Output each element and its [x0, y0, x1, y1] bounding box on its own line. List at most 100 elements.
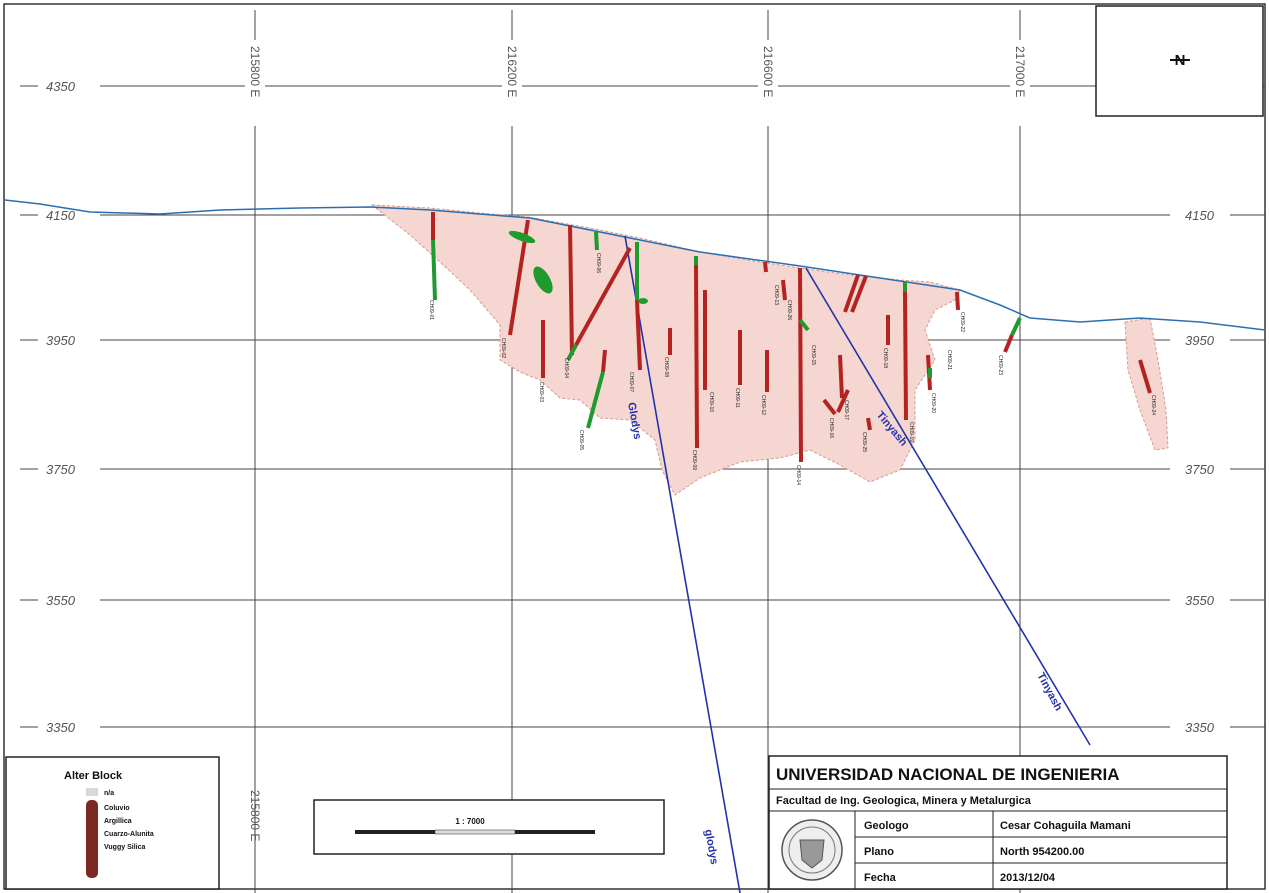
legend-swatch: [86, 800, 98, 878]
northing-label: 3550: [1185, 593, 1215, 608]
easting-label: 215800 E: [248, 790, 262, 841]
northing-label: 3750: [1185, 462, 1215, 477]
drillhole-label: CH09-09: [691, 450, 697, 470]
legend-item-label: Argillica: [104, 818, 132, 825]
faults: [624, 235, 1091, 893]
drillhole-interval: [1003, 334, 1014, 353]
drillhole-label: CH09-17: [843, 400, 849, 420]
drillhole-label: CH09-06: [595, 253, 601, 273]
drillhole-label: CH09-11: [734, 388, 740, 408]
drillhole-label: CH09-08: [663, 357, 669, 377]
legend-swatch: [86, 788, 98, 796]
drillhole-interval: [955, 291, 960, 311]
northing-label: 3750: [46, 462, 76, 477]
north-arrow-box: N: [1095, 5, 1264, 117]
easting-label: 215800 E: [248, 46, 262, 97]
legend-item-label: Coluvio: [104, 805, 130, 812]
drillhole-interval: [574, 247, 632, 346]
drillhole-label: CH09-02: [500, 338, 506, 358]
drillhole-label: CH09-20: [930, 393, 936, 413]
drillhole-label: CH09-25: [861, 432, 867, 452]
northing-label: 3550: [46, 593, 76, 608]
legend-item-label: Vuggy Silica: [104, 844, 145, 851]
drillhole-interval: [601, 349, 607, 373]
drillhole-interval: [431, 239, 437, 301]
drillhole-label: CH09-18: [882, 348, 888, 368]
easting-label: 216200 E: [505, 46, 519, 97]
drillhole-interval: [838, 354, 844, 399]
drillhole-interval: [843, 274, 860, 313]
drillhole-interval: [798, 267, 803, 463]
legend-item-label: Cuarzo-Alunita: [104, 831, 154, 838]
legend: Alter Block n/a Coluvio Argillica Cuarzo…: [5, 756, 220, 890]
drillhole-label: CH09-15: [810, 345, 816, 365]
plano-key: Plano: [864, 846, 894, 858]
northing-label: 4150: [46, 208, 76, 223]
drillhole-label: CH09-19: [908, 422, 914, 442]
drillhole-interval: [694, 264, 699, 449]
drillhole-label: CH09-07: [628, 372, 634, 392]
university-title: UNIVERSIDAD NACIONAL DE INGENIERIA: [776, 765, 1120, 784]
legend-box: [5, 756, 220, 890]
drillhole-label: CH09-03: [538, 382, 544, 402]
drillhole-interval: [594, 231, 599, 251]
drillhole-interval: [635, 299, 642, 371]
drillhole-label: CH09-22: [959, 312, 965, 332]
drillhole-interval: [1138, 359, 1152, 394]
title-block: UNIVERSIDAD NACIONAL DE INGENIERIA Facul…: [768, 755, 1228, 890]
drillhole-label: CH09-26: [786, 300, 792, 320]
drillhole-label: CH09-14: [795, 465, 801, 485]
easting-label: 216600 E: [761, 46, 775, 97]
topography-line: [4, 199, 1266, 331]
drillhole-interval: [822, 398, 837, 416]
fecha-value: 2013/12/04: [1000, 872, 1056, 884]
drillhole-interval: [781, 279, 787, 301]
drillhole-interval: [763, 261, 768, 273]
fecha-key: Fecha: [864, 872, 897, 884]
drillhole-interval: [566, 344, 578, 361]
northing-label: 3950: [1185, 333, 1215, 348]
drillhole-label: CH09-23: [997, 355, 1003, 375]
silica-lens: [508, 230, 536, 244]
geologo-value: Cesar Cohaguila Mamani: [1000, 820, 1131, 832]
northing-label: 3350: [46, 720, 76, 735]
university-seal-icon: [781, 819, 843, 881]
drillhole-interval: [586, 371, 605, 429]
drillhole-interval: [903, 291, 908, 421]
drillhole-label: CH09-01: [428, 300, 434, 320]
northing-label: 3950: [46, 333, 76, 348]
legend-title: Alter Block: [64, 770, 123, 782]
drillhole-label: CH09-10: [708, 392, 714, 412]
scale-segment: [355, 830, 435, 834]
drillhole-label: CH09-16: [828, 418, 834, 438]
drillhole-label: CH09-04: [563, 358, 569, 378]
easting-labels: 215800 E 216200 E 216600 E 217000 E 2158…: [248, 46, 1027, 841]
easting-label: 217000 E: [1013, 46, 1027, 97]
faculty-subtitle: Facultad de Ing. Geologica, Minera y Met…: [776, 795, 1032, 807]
north-symbol: N: [1175, 52, 1186, 69]
northing-labels-right: 4150 3950 3750 3550 3350: [1185, 208, 1215, 735]
northing-labels-left: 4350 4150 3950 3750 3550 3350: [46, 79, 76, 735]
drillhole-interval: [836, 389, 850, 413]
scale-label: 1 : 7000: [455, 817, 485, 826]
scale-segment: [434, 829, 516, 835]
scale-bar: 1 : 7000: [313, 799, 665, 855]
drillhole-interval: [798, 318, 810, 332]
drillhole-labels: CH09-01 CH09-02 CH09-03 CH09-04 CH09-05 …: [428, 253, 1156, 485]
drillhole-label: CH09-05: [578, 430, 584, 450]
drillhole-interval: [568, 224, 574, 356]
drillhole-label: CH09-13: [773, 285, 779, 305]
drillhole-interval: [1010, 317, 1022, 336]
silica-lens: [533, 266, 553, 294]
northing-label: 4350: [46, 79, 76, 94]
drillhole-interval: [866, 417, 872, 431]
scale-box: [313, 799, 665, 855]
map-frame: [3, 3, 1266, 890]
geologo-key: Geologo: [864, 820, 909, 832]
fault-line: [805, 267, 1091, 746]
silica-lens: [638, 298, 648, 304]
drillhole-label: CH09-12: [760, 395, 766, 415]
scale-segment: [515, 830, 595, 834]
drill-holes: [431, 212, 1152, 463]
